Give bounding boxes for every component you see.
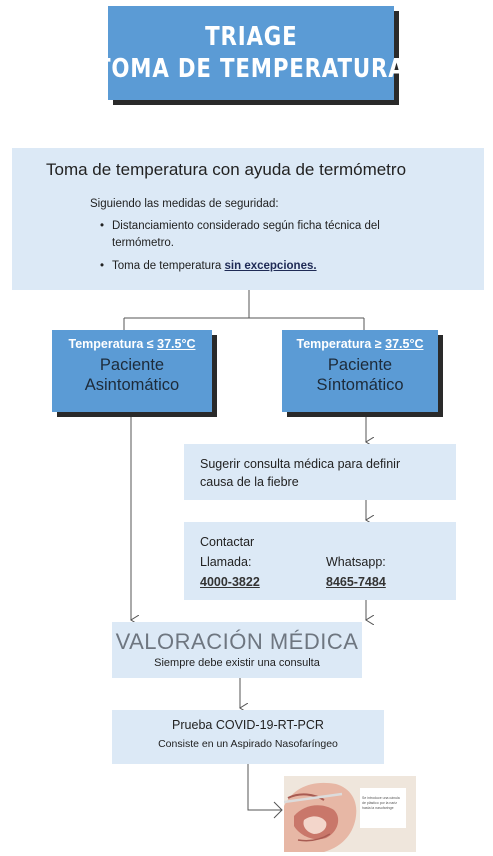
bullet-temperature-emphasis: sin excepciones. [224, 260, 317, 272]
suggest-panel [184, 444, 456, 500]
title-line-1: TRIAGE [204, 22, 298, 52]
arrow-pcr-to-photo [247, 764, 282, 811]
whatsapp-number[interactable]: 8465-7484 [326, 575, 386, 589]
pcr-panel [112, 710, 384, 764]
right-temp-prefix: Temperatura ≥ [296, 337, 382, 351]
suggest-text: Sugerir consulta médica para definir cau… [200, 455, 440, 491]
intro-lead: Siguiendo las medidas de seguridad: [90, 198, 279, 210]
intro-heading: Toma de temperatura con ayuda de termóme… [46, 160, 407, 179]
right-title-line-1: Paciente [327, 356, 393, 374]
bullet-temperature: • Toma de temperatura sin excepciones. [100, 258, 432, 275]
bullet-distance-text: Distanciamiento considerado según ficha … [112, 220, 380, 249]
left-temp-label: Temperatura ≤ 37.5°C [52, 337, 212, 351]
left-temp-value: 37.5°C [157, 337, 196, 351]
suggest-line-1: Sugerir consulta médica para definir [200, 457, 401, 471]
pcr-subtitle: Consiste en un Aspirado Nasofaríngeo [158, 738, 338, 750]
nasopharyngeal-illustration [284, 776, 416, 852]
title-banner: TRIAGE TOMA DE TEMPERATURA [96, 6, 405, 100]
nasal-anatomy-image [284, 776, 416, 852]
asymptomatic-box: Temperatura ≤ 37.5°C Paciente Asintomáti… [52, 330, 212, 412]
right-temp-label: Temperatura ≥ 37.5°C [282, 337, 438, 351]
left-title-line-2: Asintomático [84, 376, 180, 394]
title-line-2: TOMA DE TEMPERATURA [96, 54, 406, 84]
left-title-line-1: Paciente [99, 356, 165, 374]
arrow-pcr-to-photo-head [273, 801, 283, 819]
valoracion-subtitle: Siempre debe existir una consulta [154, 657, 320, 669]
suggest-line-2: causa de la fiebre [200, 475, 299, 489]
call-number[interactable]: 4000-3822 [200, 575, 260, 589]
pcr-title: Prueba COVID-19-RT-PCR [172, 718, 324, 732]
bullet-dot: • [100, 260, 105, 272]
bullet-dot: • [100, 220, 105, 232]
left-temp-prefix: Temperatura ≤ [68, 337, 154, 351]
contact-title: Contactar [200, 535, 255, 549]
right-title-line-2: Síntomático [316, 376, 404, 394]
valoracion-panel [112, 622, 362, 678]
bullet-temperature-text: Toma de temperatura [112, 260, 222, 272]
illustration-caption: Se introduce una cánula de plástico por … [362, 796, 400, 810]
contact-panel: Contactar Llamada: 4000-3822 Whatsapp: 8… [184, 522, 456, 600]
right-temp-value: 37.5°C [385, 337, 424, 351]
intro-panel [12, 148, 484, 290]
symptomatic-box: Temperatura ≥ 37.5°C Paciente Síntomátic… [282, 330, 438, 412]
whatsapp-label: Whatsapp: [326, 555, 386, 569]
call-label: Llamada: [200, 555, 252, 569]
bullet-distance: • Distanciamiento considerado según fich… [100, 218, 432, 252]
valoracion-title: VALORACIÓN MÉDICA [115, 629, 359, 654]
